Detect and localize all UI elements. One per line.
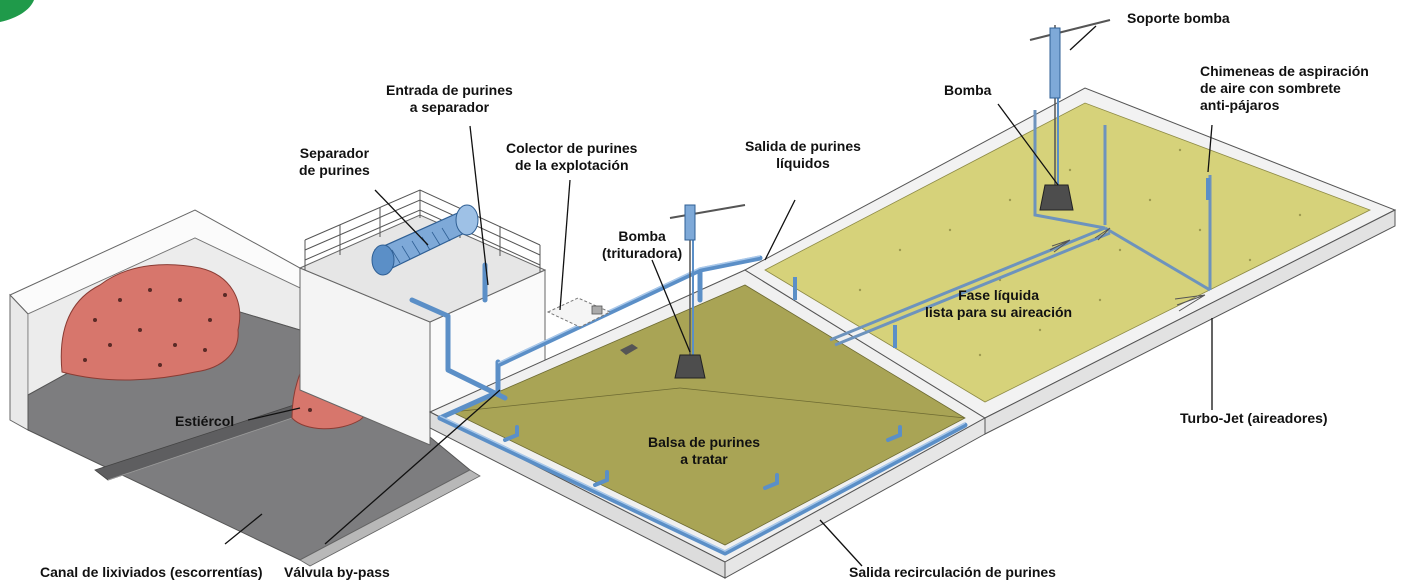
label-entrada: Entrada de purines a separador (386, 82, 513, 115)
turbojet-aerators (1049, 227, 1206, 312)
label-canal: Canal de lixiviados (escorrentías) (40, 564, 263, 580)
recirculation-outlets (503, 425, 902, 490)
separator-machine (371, 204, 479, 276)
grinder-pump-stand (669, 204, 746, 379)
label-valvula: Válvula by-pass (284, 564, 390, 580)
aeration-pipes (829, 110, 1212, 347)
label-salida-recirculacion: Salida recirculación de purines (849, 564, 1056, 580)
label-colector: Colector de purines de la explotación (506, 140, 638, 173)
storage-ramp (299, 469, 481, 567)
label-separador: Separador de purines (299, 145, 370, 178)
label-estiercol: Estiércol (175, 413, 235, 429)
aeration-liquid (764, 102, 1372, 403)
label-bomba-right: Bomba (944, 82, 992, 98)
aeration-texture (858, 148, 1302, 357)
label-turbojet: Turbo-Jet (aireadores) (1180, 410, 1328, 426)
storage-left-wall (9, 293, 29, 431)
pond-inner-edge (679, 387, 966, 419)
label-fase-liquida: Fase líquida lista para su aireación (925, 287, 1073, 320)
label-bomba-trituradora: Bomba (trituradora) (602, 228, 683, 261)
label-chimeneas: Chimeneas de aspiración de aire con somb… (1200, 63, 1369, 113)
pond-float (620, 344, 638, 355)
collector-outlet (591, 305, 603, 315)
label-soporte-bomba: Soporte bomba (1127, 10, 1230, 26)
leader-lines (224, 25, 1213, 567)
collector-box (546, 297, 612, 328)
label-balsa: Balsa de purines a tratar (648, 434, 761, 467)
separator-railing (304, 189, 541, 272)
corner-logo-fragment (0, 0, 34, 22)
aeration-wall-front (984, 209, 1396, 435)
label-salida-liquidos: Salida de purines líquidos (745, 138, 861, 171)
right-pump-stand (1029, 19, 1111, 211)
pipe-highlight (439, 255, 966, 552)
aeration-pipe-stubs (793, 178, 1210, 348)
pond-inner-edge-2 (451, 387, 681, 413)
manure-heap-large (60, 264, 241, 381)
